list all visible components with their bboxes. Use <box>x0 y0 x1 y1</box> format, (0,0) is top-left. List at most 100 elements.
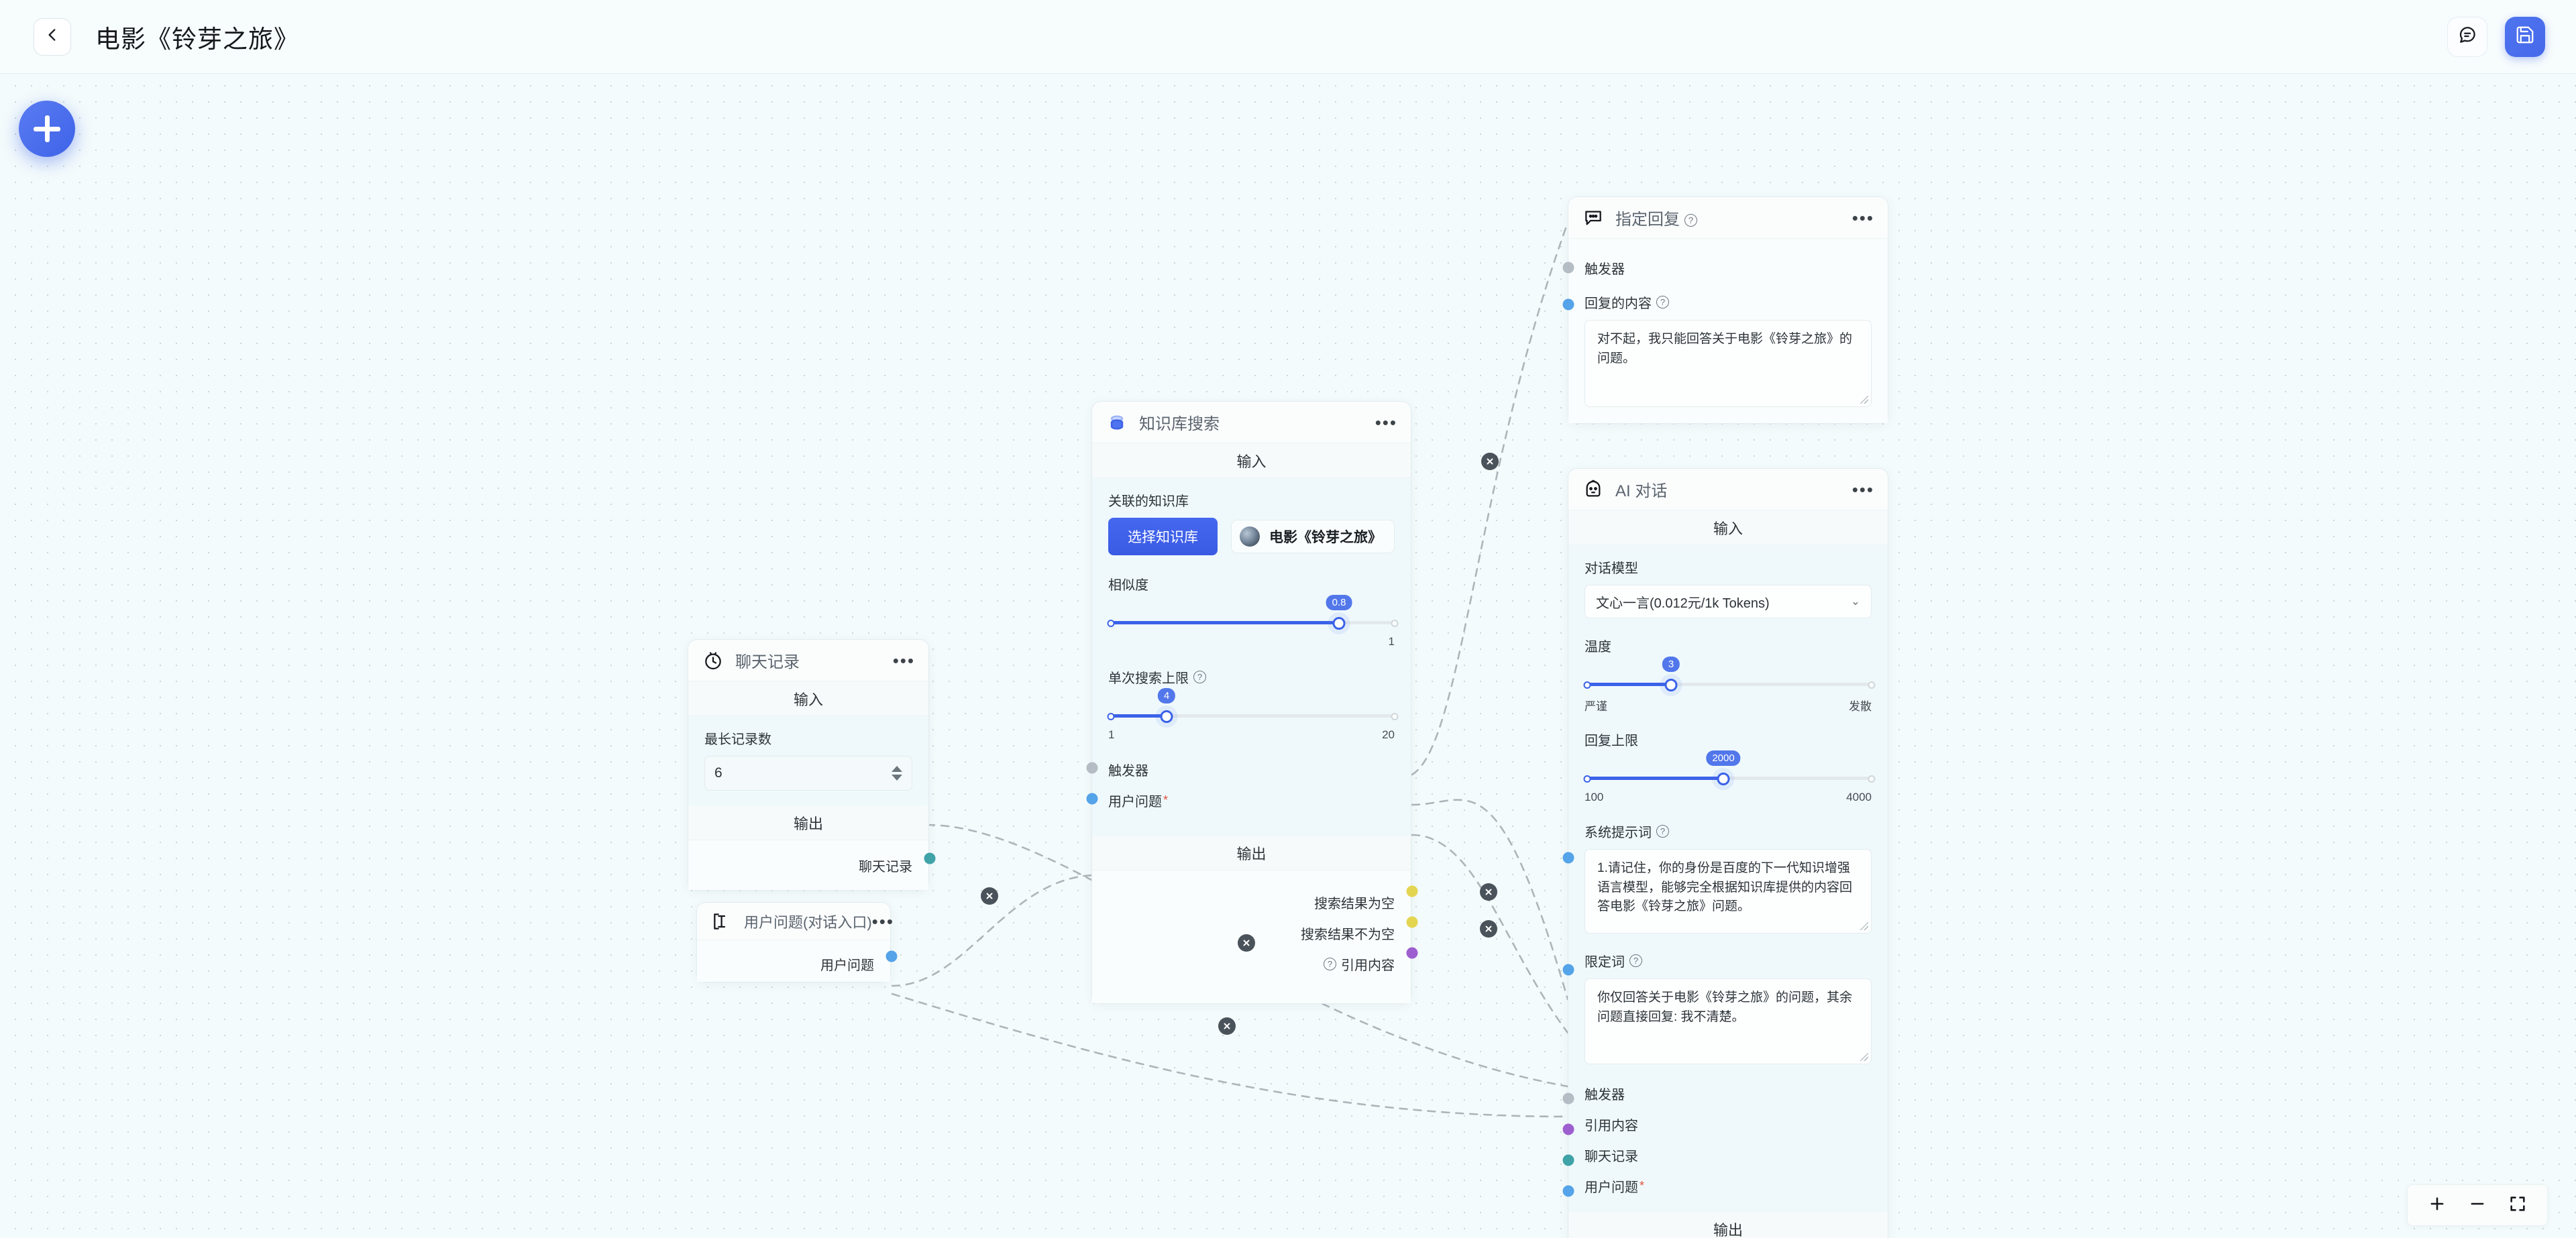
max-tokens-slider[interactable]: 2000 <box>1583 750 1876 787</box>
help-icon[interactable]: ? <box>1656 296 1669 308</box>
input-port-system-prompt[interactable] <box>1562 852 1574 864</box>
node-menu-button[interactable]: ••• <box>1851 479 1874 500</box>
input-port-qualifier[interactable] <box>1562 964 1574 976</box>
chevron-left-icon <box>44 26 61 47</box>
flow-canvas[interactable]: 聊天记录 ••• 输入 最长记录数 6 输出 聊天记录 <box>0 74 2576 1238</box>
node-chat-history[interactable]: 聊天记录 ••• 输入 最长记录数 6 输出 聊天记录 <box>688 639 936 891</box>
node-menu-button[interactable]: ••• <box>1851 207 1874 228</box>
slider-track[interactable] <box>1111 714 1392 718</box>
stepper-down-icon[interactable] <box>892 775 902 781</box>
limit-value: 4 <box>1157 688 1176 704</box>
comment-icon <box>2457 25 2477 48</box>
input-port-user-question[interactable] <box>1086 793 1098 805</box>
slider-cap-left <box>1583 681 1591 689</box>
zoom-out-button[interactable] <box>2460 1188 2495 1223</box>
help-icon[interactable]: ? <box>1193 671 1206 683</box>
add-node-button[interactable] <box>19 101 75 157</box>
node-header[interactable]: 聊天记录 ••• <box>688 640 928 681</box>
edge-delete-button[interactable] <box>1480 920 1497 938</box>
node-menu-button[interactable]: ••• <box>1375 412 1397 433</box>
fit-view-button[interactable] <box>2500 1188 2535 1223</box>
temperature-slider[interactable]: 3 <box>1583 657 1876 693</box>
help-icon[interactable]: ? <box>1656 825 1669 838</box>
output-port-quote[interactable] <box>1406 947 1418 959</box>
zoom-in-button[interactable] <box>2420 1188 2455 1223</box>
select-kb-button[interactable]: 选择知识库 <box>1108 518 1218 555</box>
slider-knob[interactable] <box>1664 679 1678 691</box>
input-port-user-question[interactable] <box>1562 1185 1574 1197</box>
output-port-user-question[interactable] <box>885 950 898 962</box>
stepper-arrows[interactable] <box>892 766 902 781</box>
max-records-stepper[interactable]: 6 <box>704 756 912 791</box>
input-section-label: 输入 <box>1092 443 1411 478</box>
edge-delete-button[interactable] <box>1238 934 1255 952</box>
input-port-chat-history[interactable] <box>1562 1154 1574 1166</box>
help-icon[interactable]: ? <box>1629 954 1642 967</box>
limit-slider[interactable]: 4 <box>1107 688 1399 724</box>
node-header[interactable]: AI 对话 ••• <box>1568 469 1888 510</box>
input-trigger-label: 触发器 <box>1108 763 1148 779</box>
edge-delete-button[interactable] <box>1481 453 1499 470</box>
edge-delete-button[interactable] <box>981 887 998 905</box>
chevron-down-icon[interactable]: ⌄ <box>1850 595 1860 608</box>
expand-icon <box>2508 1194 2527 1217</box>
slider-knob[interactable] <box>1160 710 1173 723</box>
qualifier-label: 限定词 ? <box>1585 951 1872 970</box>
output-not-empty-label: 搜索结果不为空 <box>1301 927 1395 942</box>
node-header[interactable]: 用户问题(对话入口) ••• <box>697 903 893 940</box>
input-port-trigger[interactable] <box>1086 762 1098 774</box>
node-header[interactable]: 指定回复? ••• <box>1568 197 1888 239</box>
system-prompt-label: 系统提示词 ? <box>1585 822 1872 841</box>
temperature-min: 严谨 <box>1585 700 1607 713</box>
node-title: 聊天记录 <box>735 653 800 671</box>
reply-content-label-text: 回复的内容 <box>1585 296 1652 311</box>
output-port-chat-history[interactable] <box>924 852 936 864</box>
slider-cap-left <box>1583 775 1591 783</box>
edge-delete-button[interactable] <box>1480 883 1497 901</box>
input-port-reply-content[interactable] <box>1562 298 1574 311</box>
node-ai-chat[interactable]: AI 对话 ••• 输入 对话模型 文心一言(0.012元/1k Tokens)… <box>1562 468 1888 1238</box>
reply-content-textarea[interactable]: 对不起，我只能回答关于电影《铃芽之旅》的问题。 <box>1585 320 1872 407</box>
model-select[interactable]: 文心一言(0.012元/1k Tokens) ⌄ <box>1585 585 1872 618</box>
output-empty-row: 搜索结果为空 <box>1108 892 1395 912</box>
stepper-up-icon[interactable] <box>892 766 902 772</box>
output-user-question-label: 用户问题 <box>820 958 874 973</box>
page-title: 电影《铃芽之旅》 <box>95 25 299 53</box>
output-port-empty[interactable] <box>1406 885 1418 897</box>
kb-search-inputs: 关联的知识库 选择知识库 电影《铃芽之旅》 相似度 0.8 <box>1086 478 1411 836</box>
node-fixed-reply[interactable]: 指定回复? ••• 触发器 回复的内容 ? 对不起，我只能回答关于电影《铃芽之旅… <box>1562 196 1888 424</box>
help-icon[interactable]: ? <box>1324 957 1336 970</box>
slider-fill <box>1111 714 1167 718</box>
max-records-value: 6 <box>714 765 722 781</box>
system-prompt-textarea[interactable]: 1.请记住，你的身份是百度的下一代知识增强语言模型，能够完全根据知识库提供的内容… <box>1585 849 1872 934</box>
slider-knob[interactable] <box>1717 773 1730 785</box>
help-icon[interactable]: ? <box>1684 214 1697 227</box>
edge-delete-button[interactable] <box>1218 1017 1236 1035</box>
system-prompt-label-text: 系统提示词 <box>1585 826 1652 840</box>
qualifier-textarea[interactable]: 你仅回答关于电影《铃芽之旅》的问题，其余问题直接回复: 我不清楚。 <box>1585 978 1872 1064</box>
input-trigger-row: 触发器 <box>1108 759 1395 779</box>
node-header[interactable]: 知识库搜索 ••• <box>1092 402 1411 443</box>
slider-track[interactable] <box>1587 683 1869 686</box>
node-user-question[interactable]: 用户问题(对话入口) ••• 用户问题 <box>696 902 898 982</box>
slider-knob[interactable] <box>1332 617 1346 630</box>
node-menu-button[interactable]: ••• <box>871 911 894 932</box>
plus-icon <box>2428 1194 2447 1217</box>
similarity-slider[interactable]: 0.8 <box>1107 595 1399 631</box>
save-button[interactable] <box>2505 16 2545 57</box>
comment-button[interactable] <box>2447 16 2487 57</box>
selected-kb-chip[interactable]: 电影《铃芽之旅》 <box>1231 520 1395 553</box>
qualifier-label-text: 限定词 <box>1585 955 1625 970</box>
node-menu-button[interactable]: ••• <box>892 650 915 671</box>
input-port-trigger[interactable] <box>1562 1092 1574 1105</box>
similarity-scale: 1 <box>1108 635 1395 649</box>
input-port-quote[interactable] <box>1562 1123 1574 1135</box>
max-tokens-max: 4000 <box>1846 791 1872 803</box>
input-trigger-label: 触发器 <box>1585 1087 1625 1103</box>
input-trigger-row: 触发器 <box>1585 1083 1872 1103</box>
back-button[interactable] <box>34 17 71 56</box>
input-port-trigger[interactable] <box>1562 262 1574 274</box>
node-kb-search[interactable]: 知识库搜索 ••• 输入 关联的知识库 选择知识库 电影《铃芽之旅》 相似度 <box>1086 401 1418 1004</box>
slider-fill <box>1111 621 1339 624</box>
output-port-not-empty[interactable] <box>1406 916 1418 928</box>
